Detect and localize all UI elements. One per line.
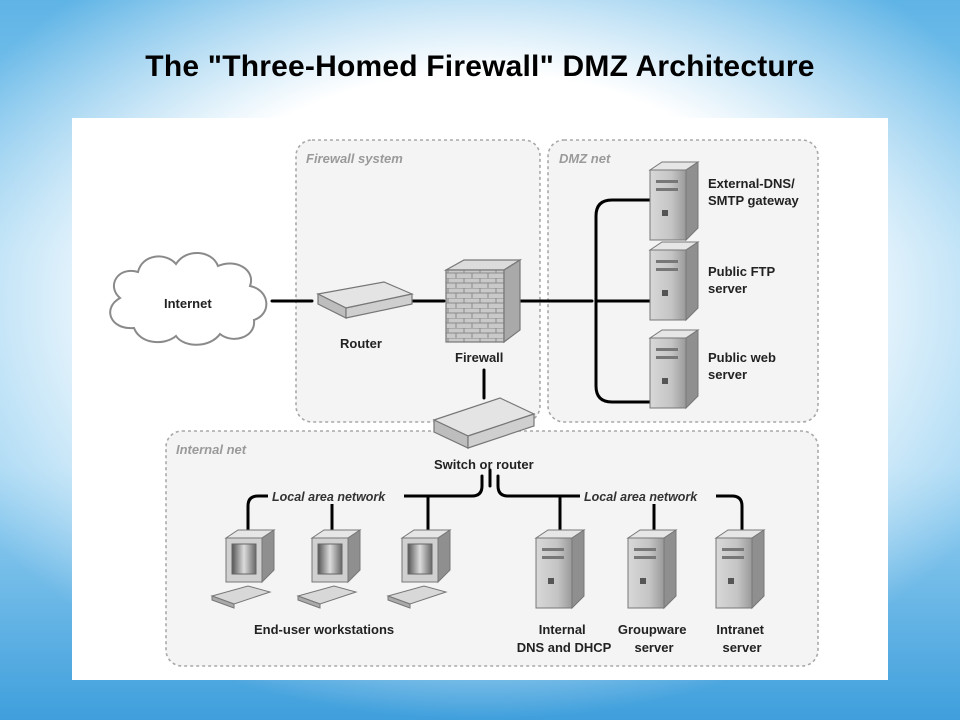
- slide-title: The "Three-Homed Firewall" DMZ Architect…: [145, 50, 815, 83]
- router-icon: [316, 281, 414, 319]
- lan-label-left: Local area network: [272, 490, 386, 504]
- lan-label-right: Local area network: [584, 490, 698, 504]
- switch-icon: [432, 397, 536, 449]
- dmz-server-1-label: External-DNS/ SMTP gateway: [708, 176, 800, 208]
- server-icon: [648, 241, 700, 322]
- internal-server-1-label: Internal DNS and DHCP: [517, 622, 612, 655]
- internet-label: Internet: [164, 296, 212, 311]
- zone-label-internal-net: Internal net: [176, 442, 247, 457]
- diagram-panel: Firewall system DMZ net Internal net Loc…: [72, 118, 888, 680]
- firewall-label: Firewall: [455, 350, 503, 365]
- workstation-icon: [296, 529, 362, 609]
- internet-cloud-icon: [109, 252, 268, 346]
- server-icon: [648, 161, 700, 242]
- lan-label-left-group: Local area network: [268, 488, 404, 504]
- dmz-server-2-label: Public FTP server: [708, 264, 779, 296]
- server-icon: [626, 529, 678, 610]
- workstation-icon: [386, 529, 452, 609]
- workstation-icon: [210, 529, 276, 609]
- workstations-label: End-user workstations: [254, 622, 394, 637]
- firewall-icon: [443, 258, 523, 344]
- zone-firewall-system: Firewall system: [295, 139, 541, 423]
- lan-label-right-group: Local area network: [580, 488, 716, 504]
- zone-label-dmz-net: DMZ net: [559, 151, 611, 166]
- server-icon: [648, 329, 700, 410]
- dmz-server-3-label: Public web server: [708, 350, 780, 382]
- zone-label-firewall-system: Firewall system: [306, 151, 403, 166]
- internal-server-2-label: Groupware server: [618, 622, 690, 655]
- network-diagram: Firewall system DMZ net Internal net Loc…: [109, 139, 819, 667]
- router-label: Router: [340, 336, 382, 351]
- server-icon: [714, 529, 766, 610]
- switch-label: Switch or router: [434, 457, 534, 472]
- internal-server-3-label: Intranet server: [716, 622, 767, 655]
- server-icon: [534, 529, 586, 610]
